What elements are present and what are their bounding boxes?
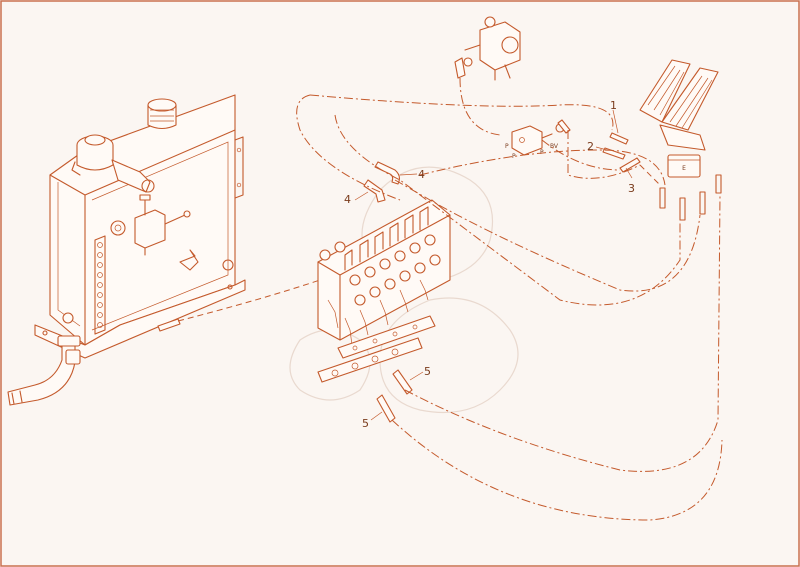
callout-5-upper: 5 — [424, 365, 431, 378]
callout-4-upper: 4 — [418, 168, 425, 181]
hydraulic-tank — [7, 94, 246, 406]
port-label-p3: P — [540, 149, 544, 156]
foot-pedal-valve: E — [639, 59, 719, 178]
callout-5-lower: 5 — [362, 417, 369, 430]
callout-2: 2 — [587, 140, 594, 153]
callout-leaders — [354, 109, 633, 421]
callout-4-lower: 4 — [344, 193, 351, 206]
control-valve-block — [317, 199, 451, 383]
callout-1: 1 — [610, 99, 617, 112]
port-label-p2: P — [512, 153, 516, 160]
callout-3: 3 — [628, 182, 635, 195]
hose-routes — [177, 77, 723, 521]
callouts: 1 2 3 4 4 5 5 — [344, 99, 635, 430]
port-label-bv: BV — [550, 143, 559, 150]
port-label-p1: P — [505, 143, 509, 150]
distribution-block: P P P BV — [505, 123, 565, 160]
pilot-valve — [463, 16, 521, 81]
fittings — [157, 57, 722, 423]
pedal-port-label: E — [682, 165, 686, 172]
